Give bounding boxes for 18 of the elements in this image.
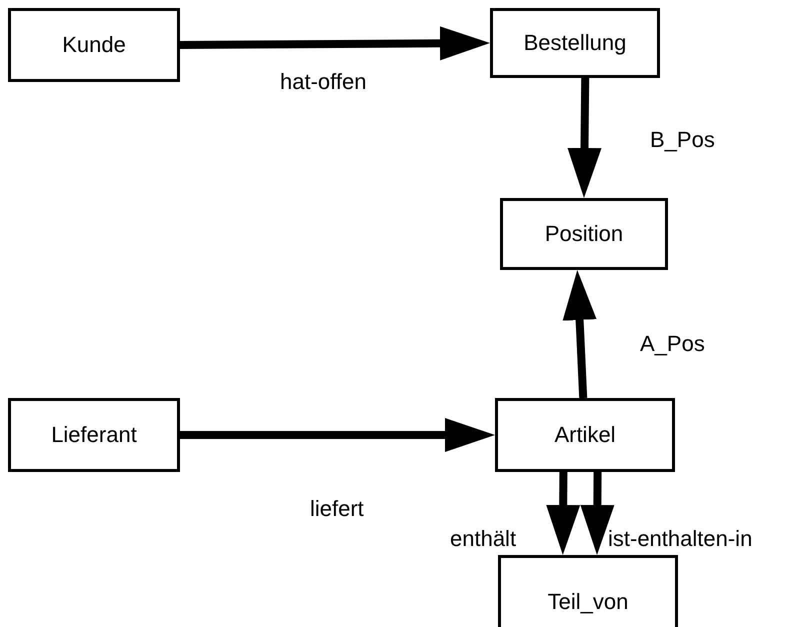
entity-box xyxy=(500,198,668,270)
entity-box xyxy=(8,8,180,82)
entity-box xyxy=(495,398,675,472)
entity-name: Bestellung xyxy=(524,30,626,56)
entity-name: Position xyxy=(544,221,624,247)
arrow xyxy=(580,472,614,556)
arrow xyxy=(546,472,580,556)
entity-box xyxy=(498,555,678,627)
entity-name: Teil_von xyxy=(548,588,628,614)
arrow xyxy=(562,270,597,398)
entity-name: Lieferant xyxy=(51,422,137,448)
entity-box xyxy=(8,398,180,472)
arrow xyxy=(568,78,602,198)
arrow xyxy=(180,418,495,452)
entity-box xyxy=(490,8,660,78)
arrow xyxy=(180,26,490,60)
entity-name: Artikel xyxy=(554,422,616,448)
entity-name: Kunde xyxy=(62,32,126,58)
